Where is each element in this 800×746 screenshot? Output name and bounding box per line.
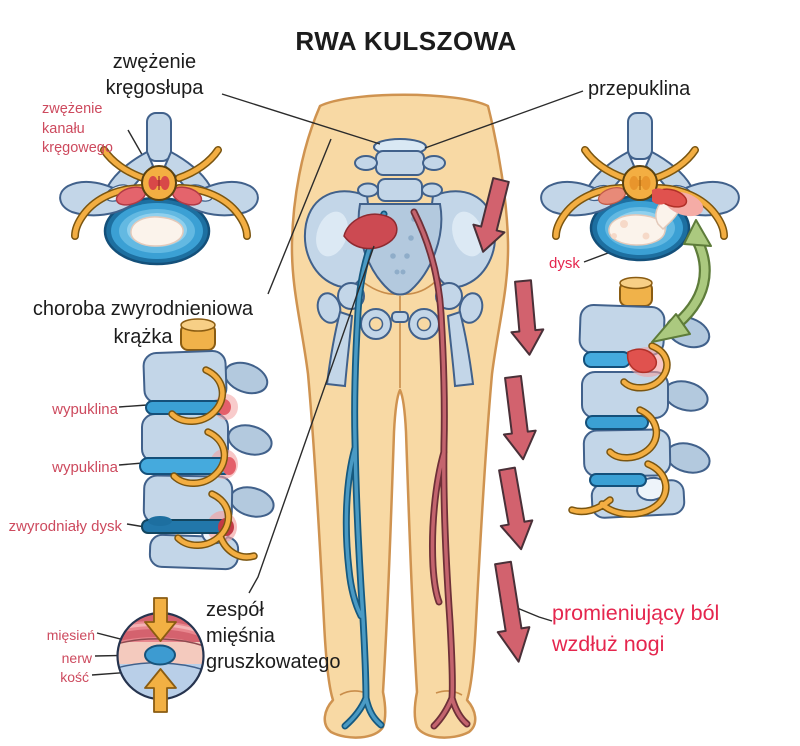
sciatic-nerve-left-blue — [341, 210, 388, 730]
pain-arrow-3 — [497, 375, 539, 461]
body-legs-sciatic-nerve-illustration — [290, 93, 510, 739]
label-bulge-1: wypuklina — [52, 401, 118, 418]
pain-direction-down-arrows — [468, 176, 546, 664]
sciatic-nerve-right-red — [410, 208, 471, 730]
label-nerve: nerw — [61, 650, 92, 666]
spine-side-hernia-illustration — [568, 276, 711, 519]
hernia-location-double-arrow — [651, 219, 712, 343]
vertebra-cross-section-hernia-illustration — [540, 112, 740, 262]
label-hernia: przepuklina — [588, 78, 691, 100]
compressed-spinal-cord — [148, 176, 170, 190]
pain-arrow-5 — [487, 560, 534, 664]
pain-arrow-4 — [491, 466, 537, 552]
herniated-disc-side — [626, 348, 658, 374]
piriformis-compression-circle-illustration — [116, 597, 205, 713]
page-title: RWA KULSZOWA — [295, 26, 517, 56]
label-muscle: mięsień — [46, 627, 95, 643]
compressed-nerve-oval — [144, 644, 176, 666]
label-disc: dysk — [549, 255, 580, 272]
piriformis-muscle — [343, 213, 398, 250]
spine-side-degeneration-illustration — [139, 318, 275, 571]
vertebra-cross-section-stenosis-illustration — [59, 112, 259, 266]
pain-arrow-1 — [468, 176, 517, 256]
label-degenerative-disc-disease: choroba zwyrodnieniowa krążka — [32, 298, 254, 348]
label-bulge-2: wypuklina — [52, 459, 118, 476]
pelvis-bones — [304, 138, 496, 388]
compression-arrow-up — [144, 668, 177, 713]
label-degenerated-disc: zwyrodniały dysk — [8, 518, 122, 535]
label-spinal-stenosis: zwężenie kręgosłupa — [105, 51, 204, 100]
compression-arrow-down — [144, 597, 177, 642]
label-piriformis-syndrome: zespół mięśnia gruszkowatego — [206, 599, 341, 673]
label-bone: kość — [60, 669, 89, 685]
label-radiating-pain: promieniujący ból wzdłuż nogi — [552, 601, 720, 657]
pain-arrow-2 — [507, 280, 545, 357]
label-spinal-canal-stenosis: zwężenie kanału kręgowego — [42, 101, 113, 157]
